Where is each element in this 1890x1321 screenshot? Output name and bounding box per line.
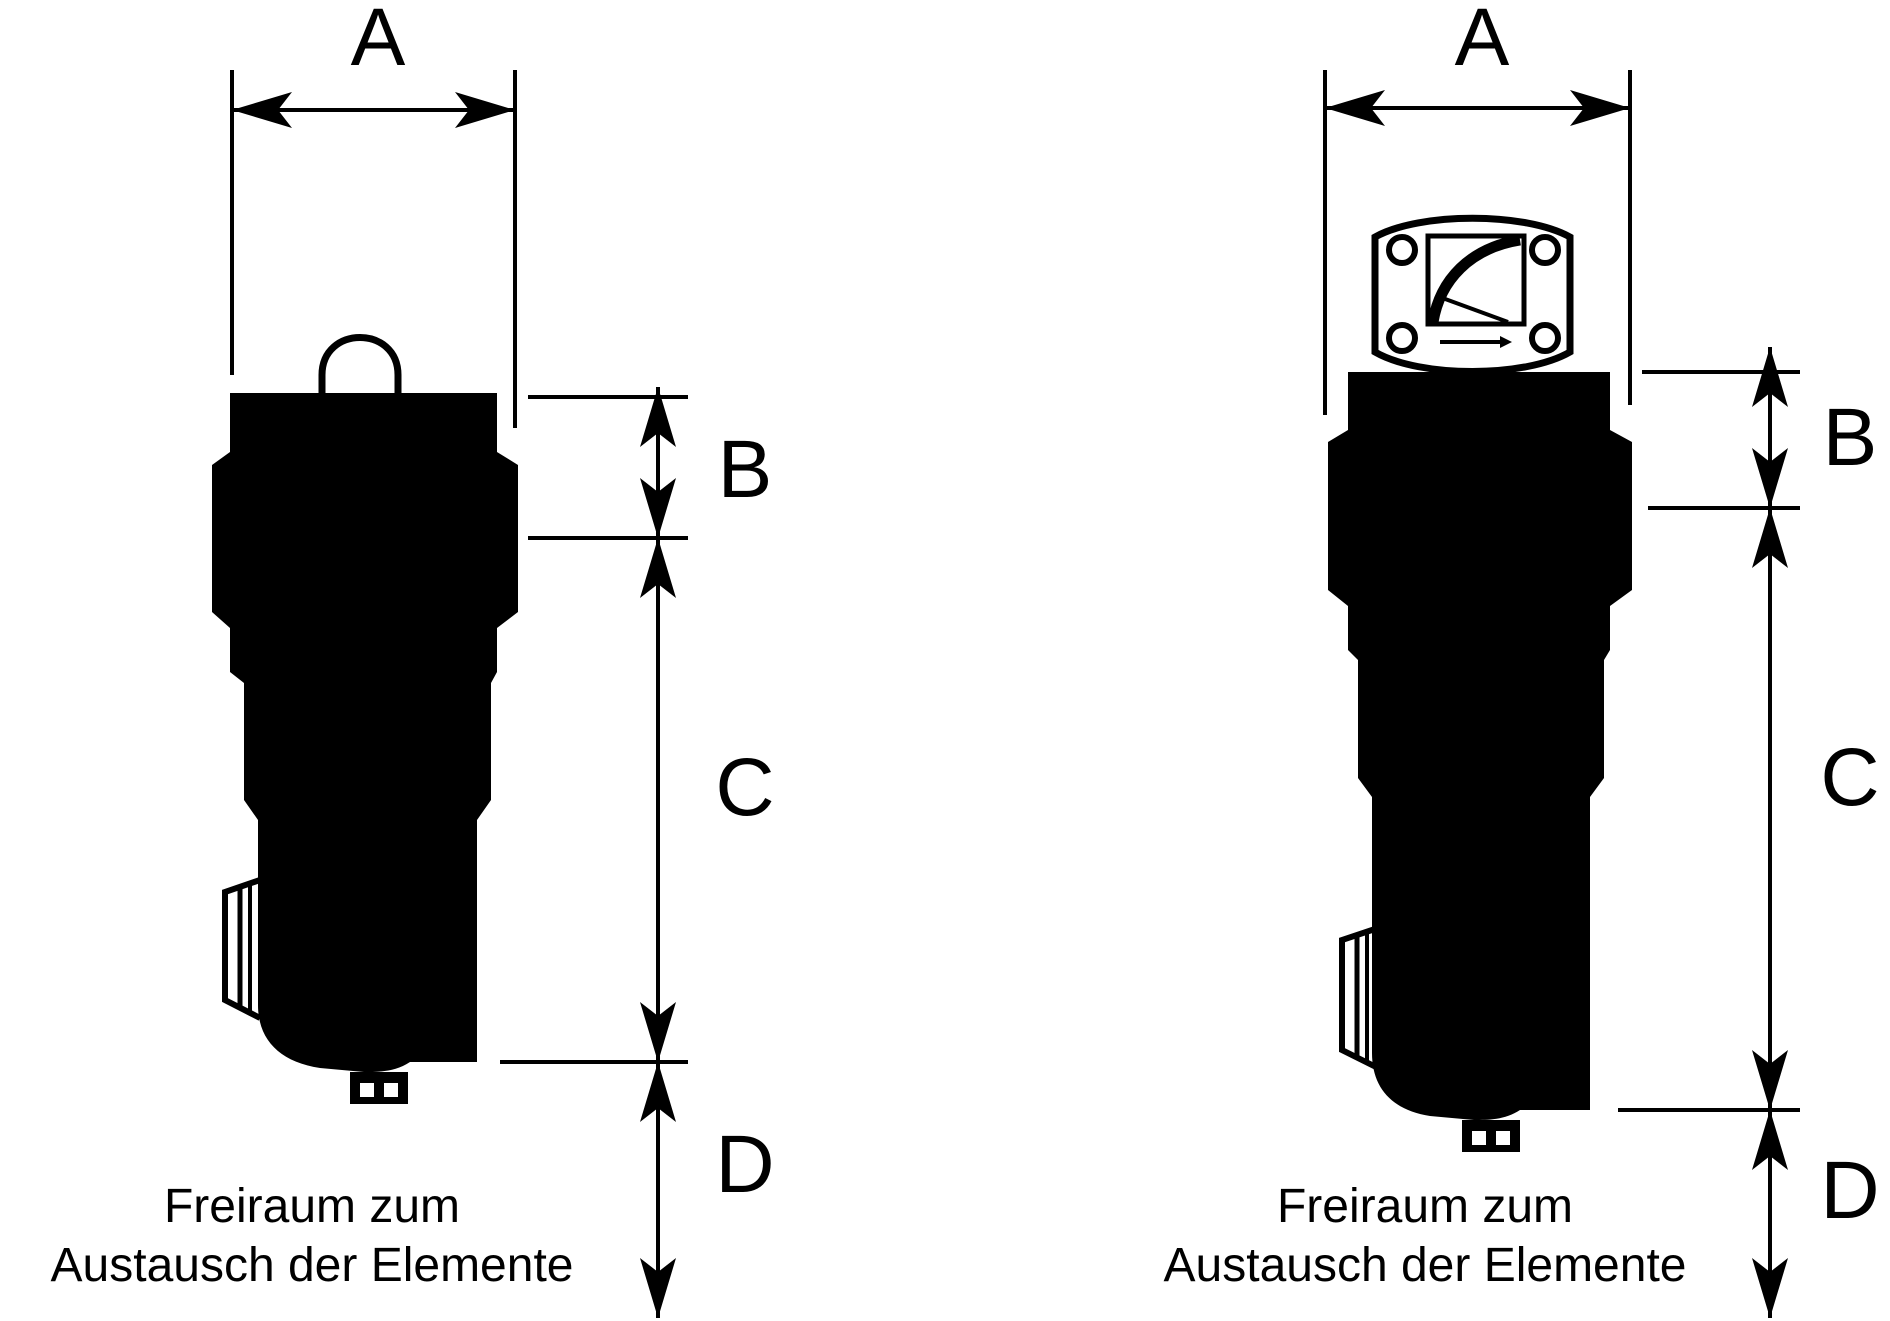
left-filter-body [212,393,518,1072]
left-caption-line2: Austausch der Elemente [51,1239,574,1292]
left-label-a: A [351,0,406,83]
right-label-c: C [1820,732,1879,823]
left-label-c: C [715,742,774,833]
left-caption-line1: Freiraum zum [164,1180,460,1233]
right-caption-line2: Austausch der Elemente [1164,1239,1687,1292]
left-label-d: D [715,1119,774,1210]
right-label-b: B [1823,392,1878,483]
left-filter: A B C D Freiraum zum Austausch der Eleme… [51,0,775,1318]
right-filter-body [1328,372,1632,1120]
left-filter-handle [318,334,402,395]
left-filter-side-port [222,877,262,1021]
right-filter-drain [1462,1120,1520,1152]
differential-pressure-gauge-icon [1371,214,1574,375]
left-filter-drain [350,1072,408,1104]
right-label-d: D [1820,1145,1879,1236]
right-filter: A B C D Freiraum zum Austausch der Eleme… [1164,0,1880,1318]
right-filter-side-port [1339,925,1380,1071]
left-label-b: B [718,424,773,515]
right-label-a: A [1455,0,1510,83]
right-caption-line1: Freiraum zum [1277,1180,1573,1233]
